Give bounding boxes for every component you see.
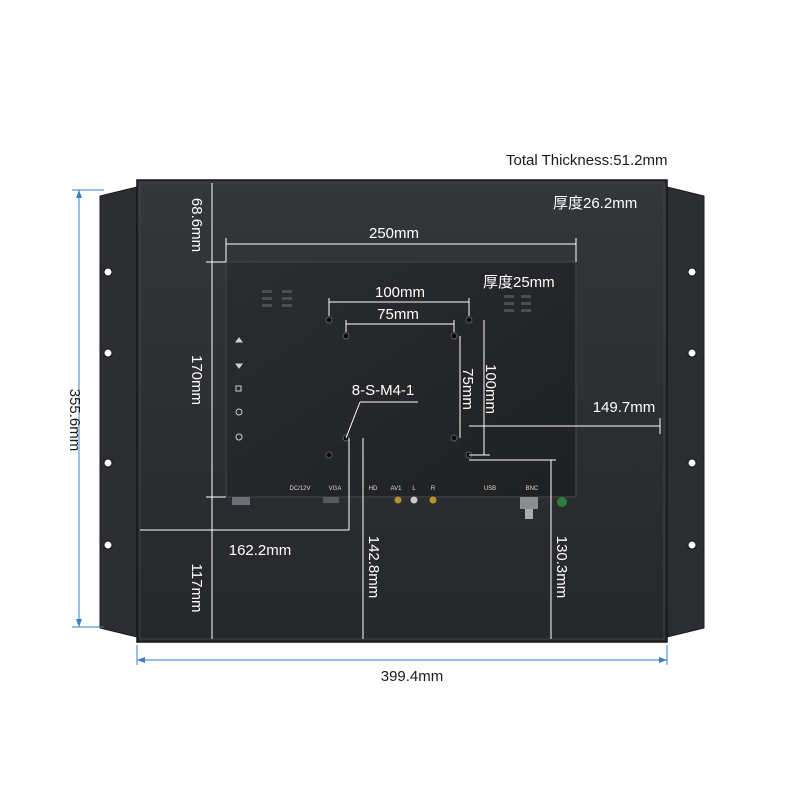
total-thickness-label: Total Thickness:51.2mm xyxy=(506,152,667,169)
panel-thickness-label: 厚度25mm xyxy=(483,274,555,291)
hole-to-bottom-right-label: 130.3mm xyxy=(553,536,570,599)
port-labels: DC/12V VGA HD AV1 L R USB BNC xyxy=(289,486,539,492)
connector-strip xyxy=(232,496,567,519)
right-offset-label: 149.7mm xyxy=(593,399,656,416)
port-label: R xyxy=(431,486,436,492)
hole-to-bottom-left-label: 142.8mm xyxy=(365,536,382,599)
port-label: DC/12V xyxy=(289,486,310,492)
vesa-75-horizontal-label: 75mm xyxy=(377,306,419,323)
overall-height-label: 355.6mm xyxy=(66,389,83,452)
bottom-margin-label: 117mm xyxy=(188,564,205,613)
vesa-100-horizontal-label: 100mm xyxy=(375,284,425,301)
mounting-flange-left xyxy=(99,186,138,638)
left-offset-label: 162.2mm xyxy=(229,542,292,559)
top-margin-label: 68.6mm xyxy=(188,198,205,252)
vesa-screw-holes xyxy=(325,316,473,459)
panel-width-label: 250mm xyxy=(369,225,419,242)
panel-height-label: 170mm xyxy=(188,355,205,405)
port-label: AV1 xyxy=(391,486,403,492)
port-label: HD xyxy=(369,486,378,492)
port-label: VGA xyxy=(329,486,342,492)
vesa-100-vertical-label: 100mm xyxy=(482,364,499,414)
vesa-75-vertical-label: 75mm xyxy=(459,368,476,410)
frame-thickness-label: 厚度26.2mm xyxy=(553,195,637,212)
port-label: L xyxy=(412,486,416,492)
control-buttons xyxy=(235,337,243,441)
screw-spec-label: 8-S-M4-1 xyxy=(352,382,415,399)
inner-dimensions xyxy=(140,183,661,639)
vent-slots-right xyxy=(504,295,531,312)
port-label: BNC xyxy=(526,486,539,492)
port-label: USB xyxy=(484,486,496,492)
mounting-flange-right xyxy=(666,186,705,638)
flange-holes xyxy=(103,267,697,550)
rear-panel xyxy=(225,261,577,498)
outer-dimensions xyxy=(72,189,668,665)
vent-slots-left xyxy=(262,290,292,307)
overall-width-label: 399.4mm xyxy=(381,668,444,685)
